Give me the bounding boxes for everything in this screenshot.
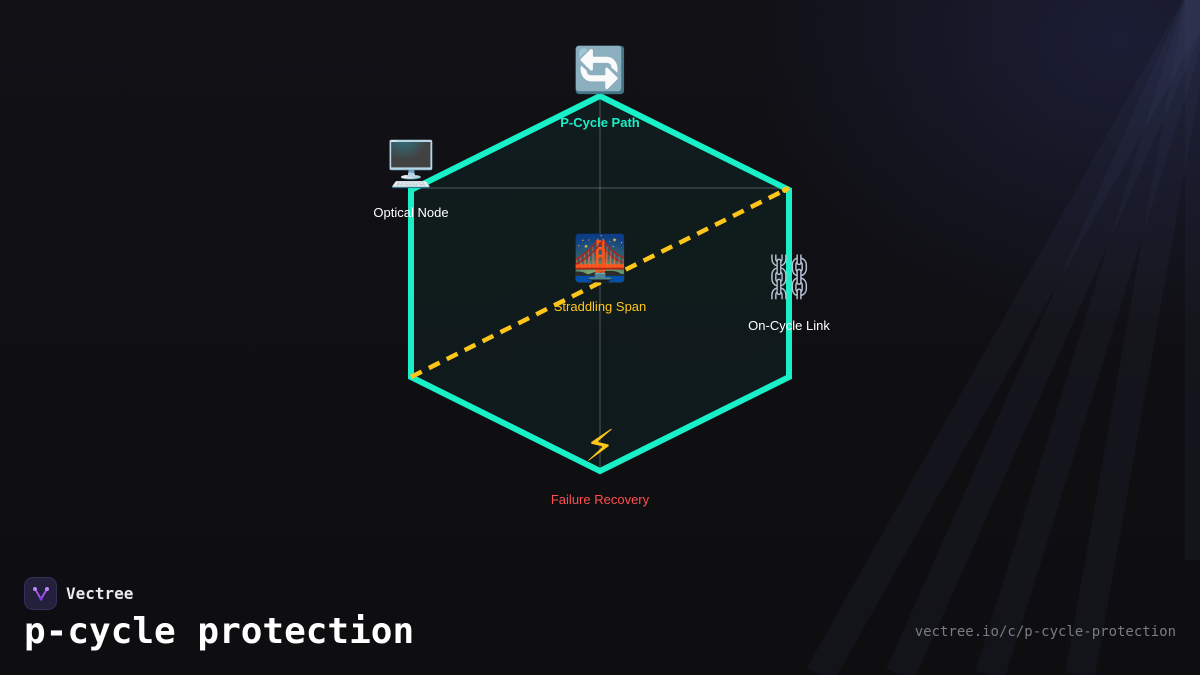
lightning-bolt-icon: ⚡ <box>584 421 616 472</box>
node-label-p-cycle-path: P-Cycle Path <box>560 115 640 130</box>
node-label-failure-recovery: Failure Recovery <box>550 492 650 507</box>
bridge-at-night-icon: 🌉 <box>572 233 628 284</box>
brand: Vectree <box>24 577 133 610</box>
brand-name: Vectree <box>66 584 134 603</box>
straddling-span-line <box>409 185 791 380</box>
node-label-straddling-span: Straddling Span <box>553 299 647 314</box>
straddling-endpoint <box>782 187 788 193</box>
counterclockwise-arrows-icon: 🔄 <box>572 45 628 96</box>
vectree-logo-icon <box>24 577 57 610</box>
page-url: vectree.io/c/p-cycle-protection <box>914 624 1176 640</box>
node-label-on-cycle-link: On-Cycle Link <box>748 318 830 333</box>
page-title: p-cycle protection <box>24 611 415 652</box>
desktop-computer-icon: 🖥️ <box>383 139 439 190</box>
chain-link-icon: ⛓ <box>761 252 817 303</box>
node-label-optical-node: Optical Node <box>373 205 449 220</box>
